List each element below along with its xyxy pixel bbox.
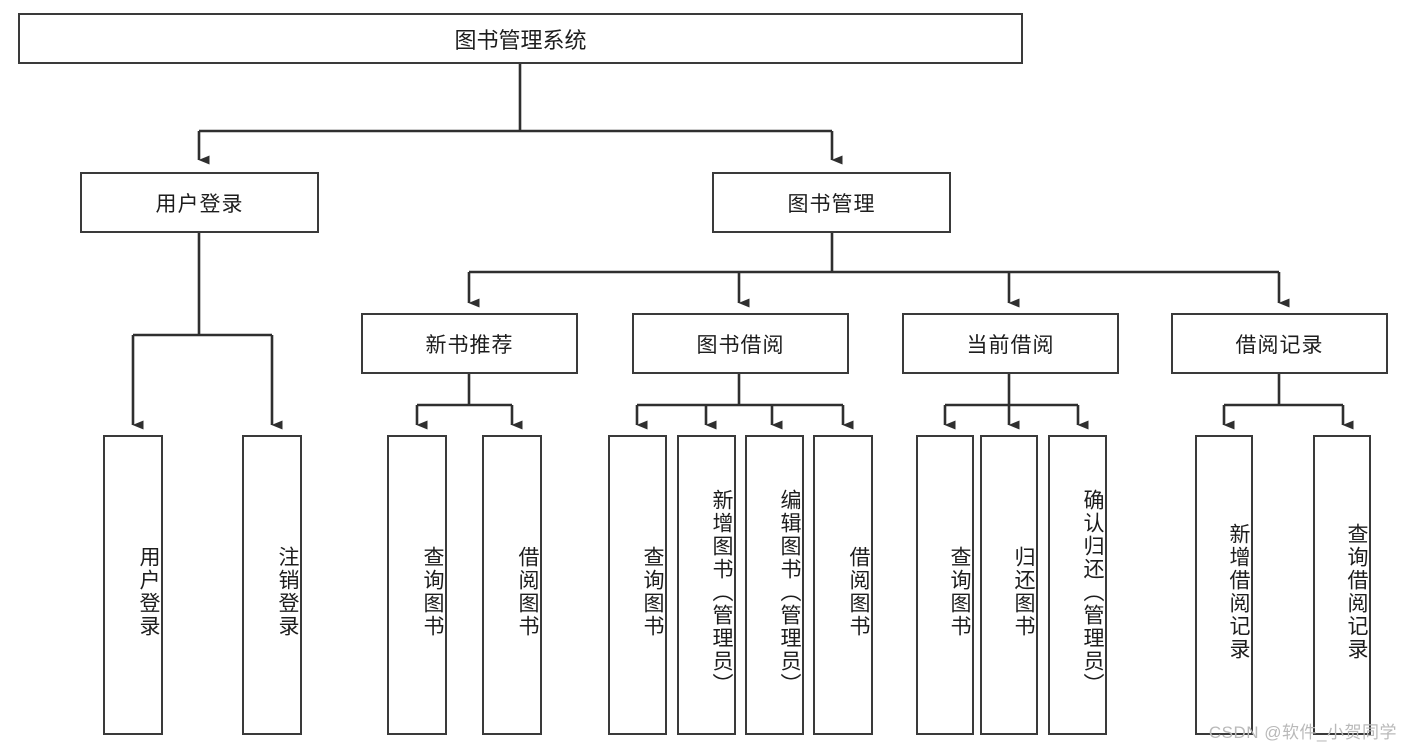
leaf-edit-book-admin[interactable]: 编辑图书（管理员） [745,435,804,735]
leaf-current-query-book[interactable]: 查询图书 [916,435,974,735]
leaf-return-book-label: 归还图书 [1012,546,1035,638]
leaf-add-book-admin[interactable]: 新增图书（管理员） [677,435,736,735]
leaf-borrow-query-book-label: 查询图书 [641,546,664,638]
leaf-confirm-return-admin-label: 确认归还（管理员） [1081,488,1104,696]
watermark: CSDN @软件_小贺同学 [1208,723,1397,742]
leaf-add-book-admin-label: 新增图书（管理员） [710,488,733,696]
leaf-new-book-query[interactable]: 查询图书 [387,435,447,735]
node-root-label: 图书管理系统 [454,27,587,53]
node-user-login-label: 用户登录 [155,192,244,216]
leaf-borrow-book-label: 借阅图书 [847,546,870,638]
leaf-add-borrow-record-label: 新增借阅记录 [1227,523,1250,661]
leaf-logout-login[interactable]: 注销登录 [242,435,302,735]
leaf-user-login-label: 用户登录 [137,546,160,638]
leaf-current-query-book-label: 查询图书 [948,546,971,638]
node-book-management[interactable]: 图书管理 [712,172,951,233]
leaf-logout-login-label: 注销登录 [276,546,299,638]
node-book-borrow-label: 图书借阅 [696,333,785,357]
leaf-borrow-book[interactable]: 借阅图书 [813,435,873,735]
node-root[interactable]: 图书管理系统 [18,13,1023,64]
leaf-edit-book-admin-label: 编辑图书（管理员） [778,488,801,696]
node-borrow-record[interactable]: 借阅记录 [1171,313,1388,374]
node-current-borrow-label: 当前借阅 [966,333,1055,357]
leaf-new-book-borrow[interactable]: 借阅图书 [482,435,542,735]
leaf-confirm-return-admin[interactable]: 确认归还（管理员） [1048,435,1107,735]
leaf-query-borrow-record[interactable]: 查询借阅记录 [1313,435,1371,735]
node-book-management-label: 图书管理 [787,192,876,216]
leaf-return-book[interactable]: 归还图书 [980,435,1038,735]
node-current-borrow[interactable]: 当前借阅 [902,313,1119,374]
leaf-new-book-borrow-label: 借阅图书 [516,546,539,638]
node-borrow-record-label: 借阅记录 [1235,333,1324,357]
leaf-user-login[interactable]: 用户登录 [103,435,163,735]
node-new-book-recommend-label: 新书推荐 [425,333,514,357]
leaf-borrow-query-book[interactable]: 查询图书 [608,435,667,735]
node-new-book-recommend[interactable]: 新书推荐 [361,313,578,374]
node-user-login[interactable]: 用户登录 [80,172,319,233]
leaf-new-book-query-label: 查询图书 [421,546,444,638]
node-book-borrow[interactable]: 图书借阅 [632,313,849,374]
leaf-query-borrow-record-label: 查询借阅记录 [1345,523,1368,661]
leaf-add-borrow-record[interactable]: 新增借阅记录 [1195,435,1253,735]
